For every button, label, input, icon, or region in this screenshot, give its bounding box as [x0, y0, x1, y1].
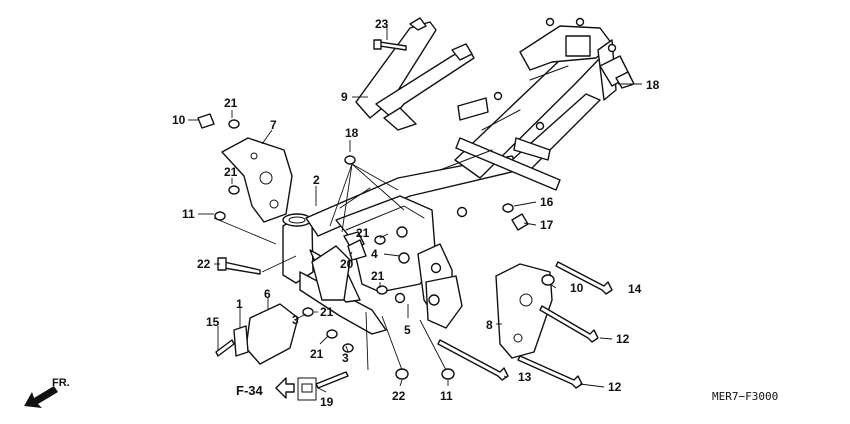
callout-21-center: 21: [356, 226, 370, 240]
callout-3-upper: 3: [292, 313, 299, 327]
callout-10-left: 10: [172, 113, 186, 127]
leader-lines: [188, 24, 642, 393]
callout-11-bottom: 11: [440, 389, 453, 403]
callout-7: 7: [270, 118, 277, 132]
callout-9: 9: [341, 90, 348, 104]
callout-19: 19: [320, 395, 334, 409]
callout-18-right: 18: [646, 78, 660, 92]
callout-8: 8: [486, 318, 493, 332]
callout-12-lower: 12: [608, 380, 622, 394]
reference-f34: F-34: [236, 377, 317, 401]
callout-12-upper: 12: [616, 332, 630, 346]
engine-bracket-8: [495, 263, 553, 359]
callout-5: 5: [404, 323, 411, 337]
callout-14: 14: [628, 282, 642, 296]
small-parts: [197, 39, 635, 389]
diagram-code: MER7−F3000: [712, 390, 778, 403]
callout-17: 17: [540, 218, 554, 232]
reference-label: F-34: [236, 383, 264, 398]
callout-13: 13: [518, 370, 532, 384]
callout-21-lower-left: 21: [320, 305, 334, 319]
callout-21-mid-left: 21: [224, 165, 238, 179]
callout-23: 23: [375, 17, 389, 31]
callout-10-right: 10: [570, 281, 584, 295]
callout-18-upper: 18: [345, 126, 359, 140]
frame-body: [282, 17, 631, 335]
engine-bracket-7: [221, 137, 293, 223]
front-direction-label: FR.: [52, 377, 70, 389]
callout-20: 20: [340, 257, 354, 271]
callout-1: 1: [236, 297, 243, 311]
callout-21-top-left: 21: [224, 96, 238, 110]
callout-22-bottom: 22: [392, 389, 406, 403]
callout-labels: 23 9 18 18 10 21 7 21 2 11 16 17 21 4 20…: [172, 17, 660, 409]
callout-4: 4: [371, 247, 378, 261]
front-direction-indicator: FR.: [24, 377, 70, 408]
callout-16: 16: [540, 195, 554, 209]
rear-bracket-9: [355, 17, 475, 131]
cover-plate-6: [245, 303, 299, 365]
callout-22-left: 22: [197, 257, 211, 271]
callout-11-left: 11: [182, 207, 195, 221]
callout-21-center-lower: 21: [371, 269, 385, 283]
callout-21-bottom-left: 21: [310, 347, 324, 361]
callout-6: 6: [264, 287, 271, 301]
callout-3-lower: 3: [342, 351, 349, 365]
callout-15: 15: [206, 315, 220, 329]
callout-2: 2: [313, 173, 320, 187]
